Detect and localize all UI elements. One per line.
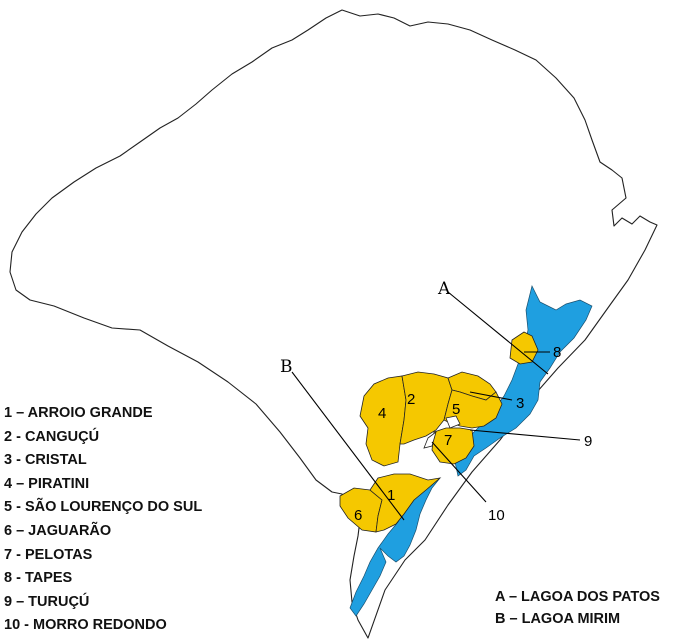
label-municipio-8: 8 — [553, 344, 561, 361]
municipio-sao-lourenco — [443, 389, 503, 429]
legend-municipios: 1 – ARROIO GRANDE 2 - CANGUÇÚ 3 - CRISTA… — [4, 402, 202, 638]
municipio-turucu — [445, 415, 461, 429]
label-municipio-5: 5 — [452, 401, 460, 418]
label-municipio-3: 3 — [516, 395, 524, 412]
lagoa-dos-patos — [454, 284, 593, 477]
legend-item: 7 - PELOTAS — [4, 546, 93, 563]
legend-item: 4 – PIRATINI — [4, 475, 90, 492]
label-municipio-4: 4 — [378, 405, 386, 422]
municipio-morro-redondo — [423, 430, 437, 449]
label-lagoa-dos-patos: A — [437, 279, 451, 299]
municipio-piratini — [359, 375, 407, 467]
legend-item: A – LAGOA DOS PATOS — [495, 589, 660, 605]
label-lagoa-mirim: B — [280, 357, 293, 377]
municipio-arroio-grande — [369, 473, 442, 533]
legend-item: 9 – TURUÇÚ — [4, 593, 90, 610]
state-outline — [9, 9, 658, 639]
pointer-lines — [291, 291, 581, 521]
municipio-tapes — [509, 331, 539, 365]
municipio-pelotas — [431, 427, 475, 465]
legend-lagoas: A – LAGOA DOS PATOS B – LAGOA MIRIM — [495, 586, 660, 630]
legend-item: 3 - CRISTAL — [4, 452, 87, 469]
legend-item: 8 - TAPES — [4, 570, 73, 587]
label-municipio-2: 2 — [407, 391, 415, 408]
legend-item: 5 - SÃO LOURENÇO DO SUL — [4, 499, 203, 516]
label-municipio-9: 9 — [584, 433, 592, 450]
legend-item: B – LAGOA MIRIM — [495, 611, 621, 627]
label-municipio-7: 7 — [444, 432, 452, 449]
legend-item: 2 - CANGUÇÚ — [4, 428, 100, 445]
legend-item: 10 - MORRO REDONDO — [4, 617, 167, 634]
legend-item: 1 – ARROIO GRANDE — [4, 405, 153, 421]
label-municipio-1: 1 — [387, 487, 395, 504]
label-municipio-6: 6 — [354, 507, 362, 524]
municipio-cangucu — [399, 371, 453, 445]
legend-item: 6 – JAGUARÃO — [4, 522, 112, 539]
label-municipio-10: 10 — [488, 507, 505, 524]
